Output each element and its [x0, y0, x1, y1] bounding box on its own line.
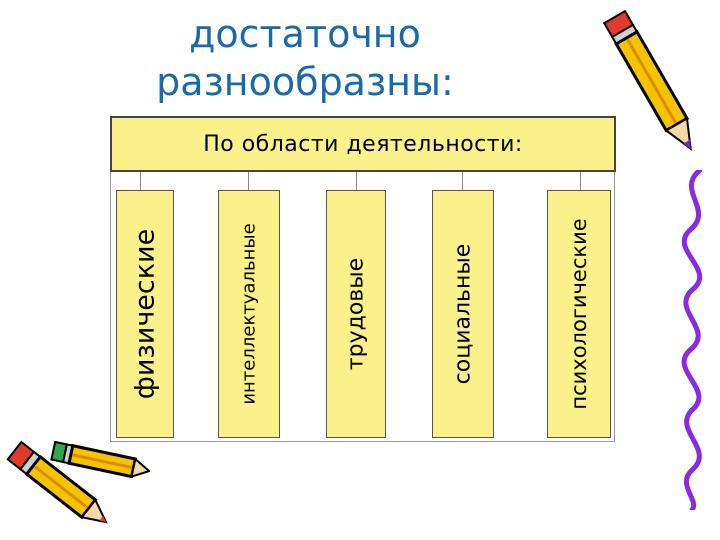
category-label: интеллектуальные [238, 223, 260, 405]
category-label: психологические [567, 218, 591, 410]
category-box-intellectual: интеллектуальные [218, 190, 280, 438]
connector-line [140, 172, 141, 190]
pencil-icon [50, 440, 150, 479]
connector-line [356, 172, 357, 190]
category-label: социальные [450, 243, 476, 385]
category-box-social: социальные [432, 190, 494, 438]
diagram-header-label: По области деятельности: [203, 131, 523, 157]
category-box-physical: физические [116, 190, 174, 438]
category-label: физические [129, 228, 161, 400]
wavy-line-decoration [681, 170, 703, 510]
category-box-labor: трудовые [326, 190, 386, 438]
category-box-psychological: психологические [547, 190, 611, 438]
connector-line [462, 172, 463, 190]
title-line-2: разнообразны: [156, 60, 454, 104]
category-label: трудовые [343, 257, 369, 371]
connector-line [248, 172, 249, 190]
diagram-header: По области деятельности: [110, 116, 616, 172]
pencil-icon [602, 9, 692, 151]
pencil-icon [6, 440, 108, 524]
connector-line [580, 172, 581, 190]
title-line-1: достаточно [189, 12, 421, 56]
